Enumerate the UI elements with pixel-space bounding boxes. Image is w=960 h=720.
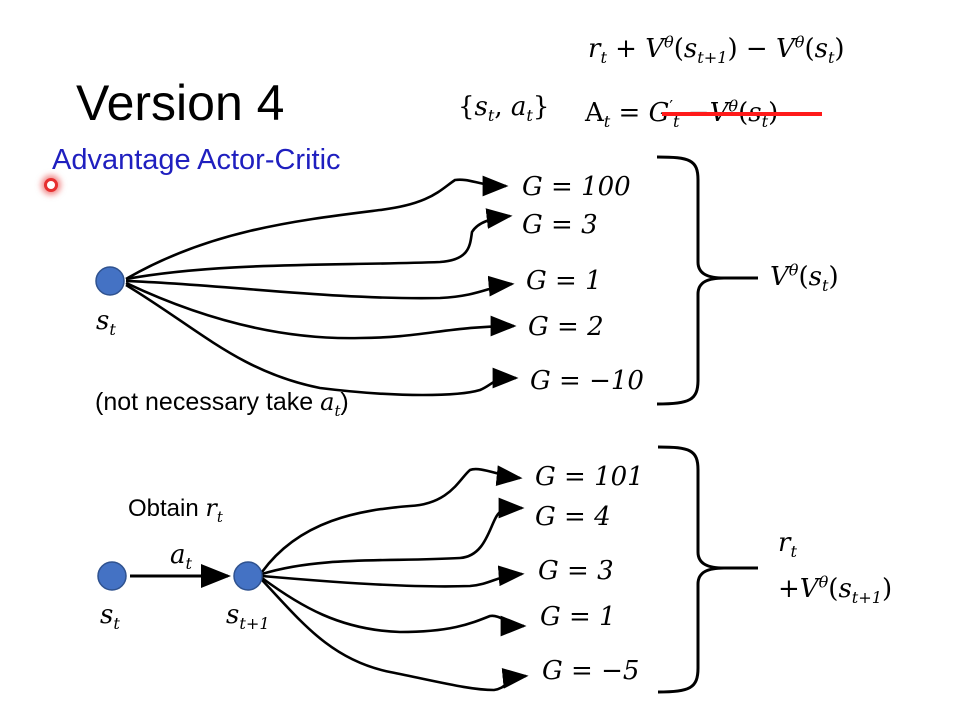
- upper-return-5: G = −10: [530, 366, 644, 396]
- lower-state-label: st: [100, 600, 120, 634]
- upper-trajectory-1: [125, 175, 509, 281]
- next-state-value-label: +Vθ(st+1): [778, 572, 893, 608]
- next-state-label: st+1: [226, 600, 270, 634]
- lower-brace: [657, 445, 758, 694]
- lower-return-2: G = 4: [535, 502, 611, 532]
- td-error-formula: rt + Vθ(st+1) − Vθ(st): [588, 32, 845, 68]
- lower-trajectory-2: [261, 497, 525, 576]
- obtain-reward-label: Obtain rt: [128, 494, 223, 526]
- upper-trajectories: [125, 175, 519, 397]
- upper-state-label: st: [96, 306, 116, 340]
- upper-return-3: G = 1: [526, 266, 602, 296]
- slide-title: Version 4: [76, 75, 285, 131]
- lower-trajectory-1: [260, 465, 523, 573]
- next-state-node: [233, 561, 263, 591]
- lower-trajectory-4: [261, 576, 527, 637]
- upper-brace: [656, 155, 758, 406]
- upper-return-4: G = 2: [528, 312, 604, 342]
- lower-return-1: G = 101: [535, 462, 644, 492]
- lower-trajectories: [260, 465, 529, 692]
- lower-trajectory-5: [261, 579, 529, 692]
- lower-trajectory-3: [261, 565, 525, 588]
- lower-return-5: G = −5: [542, 656, 640, 686]
- state-action-pair: {st, at}: [458, 92, 550, 126]
- slide-subtitle: Advantage Actor-Critic: [52, 144, 341, 176]
- reward-label: rt: [778, 528, 797, 562]
- upper-trajectory-3: [125, 275, 515, 300]
- upper-trajectory-5: [125, 283, 519, 397]
- lower-state-node: [97, 561, 127, 591]
- strikethrough-line: [662, 112, 822, 116]
- upper-return-1: G = 100: [522, 172, 631, 202]
- action-label: at: [170, 540, 192, 574]
- upper-state-node: [95, 266, 125, 296]
- lower-return-4: G = 1: [540, 602, 616, 632]
- upper-trajectory-4: [125, 281, 517, 340]
- laser-pointer-icon: [44, 178, 58, 192]
- state-value-label: Vθ(st): [770, 260, 839, 296]
- upper-trajectory-2: [125, 208, 513, 281]
- not-necessary-note: (not necessary take at): [95, 388, 349, 420]
- lower-return-3: G = 3: [538, 556, 614, 586]
- upper-return-2: G = 3: [522, 210, 598, 240]
